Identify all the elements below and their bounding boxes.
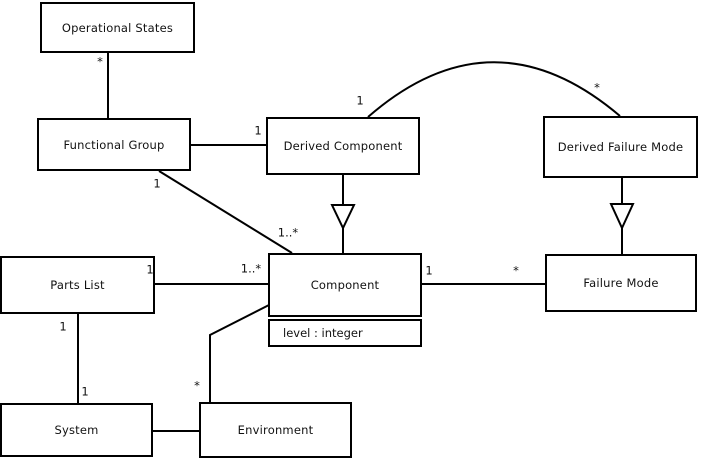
class-label: Failure Mode	[583, 276, 659, 290]
class-attribute-compartment-component[interactable]: level : integer	[268, 319, 422, 347]
multiplicity-failure-mode-left: *	[513, 263, 519, 278]
multiplicity-component-top: 1..*	[277, 225, 299, 240]
class-box-failure-mode[interactable]: Failure Mode	[545, 254, 697, 312]
edge-functional-group-component[interactable]	[158, 170, 293, 254]
edge-derived-component-derived-failure-mode-arc[interactable]	[367, 61, 621, 118]
multiplicity-component-left: 1..*	[240, 261, 262, 276]
generalization-triangle-icon	[609, 203, 635, 231]
class-label: Functional Group	[63, 137, 165, 152]
class-box-operational-states[interactable]: Operational States	[40, 2, 195, 53]
class-box-parts-list[interactable]: Parts List	[0, 256, 155, 314]
class-box-derived-failure-mode[interactable]: Derived Failure Mode	[543, 116, 698, 178]
class-box-functional-group[interactable]: Functional Group	[37, 118, 191, 171]
class-label: System	[54, 423, 99, 437]
multiplicity-component-right: 1	[425, 263, 433, 278]
class-box-system[interactable]: System	[0, 403, 153, 457]
class-label: Derived Component	[283, 139, 403, 153]
class-label: Component	[310, 278, 380, 292]
class-box-derived-component[interactable]: Derived Component	[266, 117, 420, 175]
multiplicity-operational-states: *	[97, 54, 103, 69]
class-label: Environment	[237, 423, 314, 437]
multiplicity-arc-derived-failure-mode: *	[594, 80, 600, 95]
multiplicity-parts-list-right: 1	[146, 262, 154, 277]
multiplicity-parts-list-bottom: 1	[59, 319, 67, 334]
class-label: Parts List	[50, 278, 105, 292]
generalization-triangle-icon	[330, 204, 356, 231]
edge-environment-component[interactable]	[209, 304, 270, 402]
class-label: Derived Failure Mode	[557, 140, 684, 154]
attribute-label: level : integer	[283, 326, 363, 340]
class-box-component[interactable]: Component	[268, 253, 422, 317]
multiplicity-arc-derived-component: 1	[356, 93, 364, 108]
multiplicity-functional-group-bottom: 1	[153, 176, 161, 191]
multiplicity-environment-top: *	[194, 378, 200, 393]
class-label: Operational States	[61, 20, 174, 35]
class-box-environment[interactable]: Environment	[199, 402, 352, 458]
multiplicity-system-top: 1	[81, 384, 89, 399]
multiplicity-derived-component-left: 1	[254, 123, 262, 138]
